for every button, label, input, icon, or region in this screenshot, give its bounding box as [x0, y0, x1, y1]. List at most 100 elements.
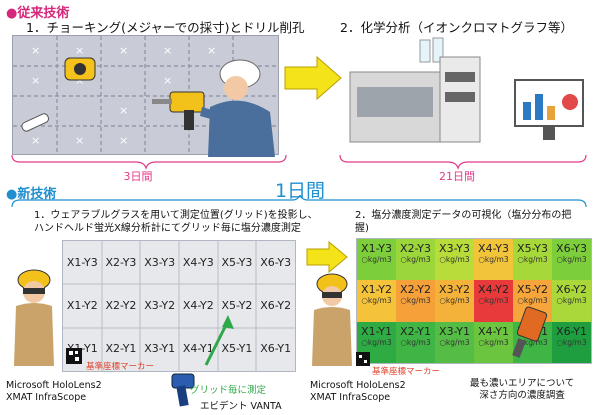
analyzer-name-label: エビデント VANTA: [200, 401, 282, 412]
heatmap-cell: X5-Y3○kg/m3: [513, 239, 552, 281]
worker-hololens-right: [312, 273, 352, 366]
heatmap-cell: X1-Y3○kg/m3: [357, 239, 396, 281]
heatmap-cell: X1-Y2○kg/m3: [357, 280, 396, 322]
heatmap-cell-label: X2-Y1: [400, 324, 431, 338]
core-drill-icon: [512, 306, 548, 358]
heatmap-cell-unit: ○kg/m3: [439, 296, 470, 306]
heatmap-cell-unit: ○kg/m3: [478, 296, 509, 306]
duration-braces: [11, 154, 587, 170]
qr-marker-icon: [356, 352, 370, 366]
heatmap-cell-label: X6-Y3: [556, 242, 587, 255]
grid-cell-label: X6-Y1: [260, 342, 292, 356]
heatmap-cell: X2-Y2○kg/m3: [396, 280, 435, 322]
heatmap-cell-unit: ○kg/m3: [478, 255, 509, 264]
heatmap-cell-unit: ○kg/m3: [400, 255, 431, 264]
grid-mark: ×: [163, 44, 173, 57]
heatmap-cell-label: X3-Y2: [439, 283, 470, 297]
heatmap-cell-label: X1-Y2: [361, 283, 392, 297]
heatmap-cell-unit: ○kg/m3: [556, 255, 587, 264]
grid-cell-label: X5-Y3: [221, 255, 253, 269]
worker-drill-illustration: [152, 59, 275, 157]
heatmap-cell-label: X2-Y3: [400, 242, 431, 255]
grid-cell-label: X3-Y1: [144, 342, 176, 356]
grid-cell-label: X4-Y2: [182, 299, 214, 312]
heatmap-cell: X6-Y1○kg/m3: [552, 321, 591, 363]
heatmap-cell: X6-Y3○kg/m3: [552, 239, 591, 281]
heatmap-cell: X1-Y1○kg/m3: [357, 321, 396, 363]
duration-label-step1: 3日間: [123, 170, 153, 183]
grid-cell-label: X2-Y3: [105, 255, 137, 269]
grid-cell-label: X4-Y1: [182, 342, 214, 356]
heatmap-cell-unit: ○kg/m3: [439, 337, 470, 347]
heatmap-cell-label: X4-Y3: [478, 242, 509, 255]
grid-mark: ×: [119, 104, 129, 117]
ion-chromatograph-illustration: [349, 37, 584, 143]
heatmap-cell-label: X5-Y3: [517, 242, 548, 255]
heatmap-cell-unit: ○kg/m3: [517, 337, 548, 347]
new-section-label: ●新技術: [6, 187, 57, 202]
conventional-step2-title: 2．化学分析（イオンクロマトグラフ等）: [340, 20, 573, 35]
heatmap-cell: X3-Y1○kg/m3: [435, 321, 474, 363]
grid-mark: ×: [31, 134, 41, 147]
grid-mark: ×: [119, 44, 129, 57]
grid-cell-label: X3-Y3: [144, 255, 176, 269]
heatmap-cell-label: X6-Y1: [556, 324, 587, 338]
conventional-section-label: ●従来技術: [6, 6, 70, 21]
heatmap-cell: X3-Y3○kg/m3: [435, 239, 474, 281]
grid-mark: ×: [75, 44, 85, 57]
heatmap-cell: X2-Y1○kg/m3: [396, 321, 435, 363]
grid-cell-label: X6-Y2: [260, 299, 292, 312]
grid-mark: ×: [31, 74, 41, 87]
grid-cell-label: X1-Y2: [66, 299, 98, 312]
conventional-step1-title: 1．チョーキング(メジャーでの採寸)とドリル削孔: [26, 20, 305, 35]
grid-cell-label: X1-Y3: [66, 255, 98, 269]
grid-cell-label: X3-Y2: [144, 299, 176, 312]
grid-cell-label: X6-Y3: [260, 255, 292, 269]
device-caption-right: Microsoft HoloLens2 XMAT InfraScope: [310, 380, 406, 403]
grid-mark: ×: [163, 74, 173, 87]
heatmap-cell-label: X4-Y2: [478, 283, 509, 297]
per-grid-measure-label: グリッド毎に測定: [190, 385, 267, 396]
heatmap-cell: X4-Y3○kg/m3: [474, 239, 513, 281]
heatmap-cell-label: X1-Y3: [361, 242, 392, 255]
heatmap-cell-unit: ○kg/m3: [517, 255, 548, 264]
heatmap-cell-label: X3-Y3: [439, 242, 470, 255]
new-duration-brace: [11, 195, 587, 208]
grid-cell-label: X2-Y1: [105, 342, 137, 356]
heatmap-cell-unit: ○kg/m3: [556, 337, 587, 347]
heatmap-cell-unit: ○kg/m3: [556, 296, 587, 306]
heatmap-cell-unit: ○kg/m3: [478, 337, 509, 347]
measure-pointer-arrow: [204, 315, 234, 366]
chalk-icon: [21, 113, 49, 132]
grid-mark: ×: [75, 134, 85, 147]
heatmap-cell-unit: ○kg/m3: [400, 337, 431, 347]
process-arrow-icon: [284, 55, 342, 101]
heatmap-cell: X2-Y3○kg/m3: [396, 239, 435, 281]
grid-cell-label: X5-Y1: [221, 342, 253, 356]
qr-marker-icon: [66, 348, 82, 364]
heatmap-cell: X4-Y2○kg/m3: [474, 280, 513, 322]
grid-mark: ×: [31, 44, 41, 57]
new-duration-label: 1日間: [274, 180, 326, 202]
new-step2-title: 2．塩分濃度測定データの可視化（塩分分布の把握): [355, 210, 572, 234]
heatmap-cell-label: X3-Y1: [439, 324, 470, 338]
heatmap-cell: X6-Y2○kg/m3: [552, 280, 591, 322]
heatmap-cell-unit: ○kg/m3: [400, 296, 431, 306]
duration-label-step2: 21日間: [439, 170, 475, 183]
new-step1-title: 1．ウェアラブルグラスを用いて測定位置(グリッド)を投影し、ハンドヘルド蛍光X線…: [34, 210, 318, 234]
heatmap-cell-unit: ○kg/m3: [361, 296, 392, 306]
reference-marker-label-left: 基準座標マーカー: [86, 362, 155, 372]
heatmap-cell-label: X5-Y2: [517, 283, 548, 297]
device-caption-left: Microsoft HoloLens2 XMAT InfraScope: [6, 380, 102, 403]
handheld-xrf-analyzer-icon: [171, 373, 195, 407]
grid-mark: ×: [119, 134, 129, 147]
heatmap-cell: X3-Y2○kg/m3: [435, 280, 474, 322]
reference-marker-label-right: 基準座標マーカー: [372, 367, 441, 377]
heatmap-cell-unit: ○kg/m3: [361, 255, 392, 264]
heatmap-cell-unit: ○kg/m3: [361, 337, 392, 347]
heatmap-cell-label: X2-Y2: [400, 283, 431, 297]
grid-mark: ×: [207, 44, 217, 57]
tape-measure-icon: [64, 57, 96, 81]
